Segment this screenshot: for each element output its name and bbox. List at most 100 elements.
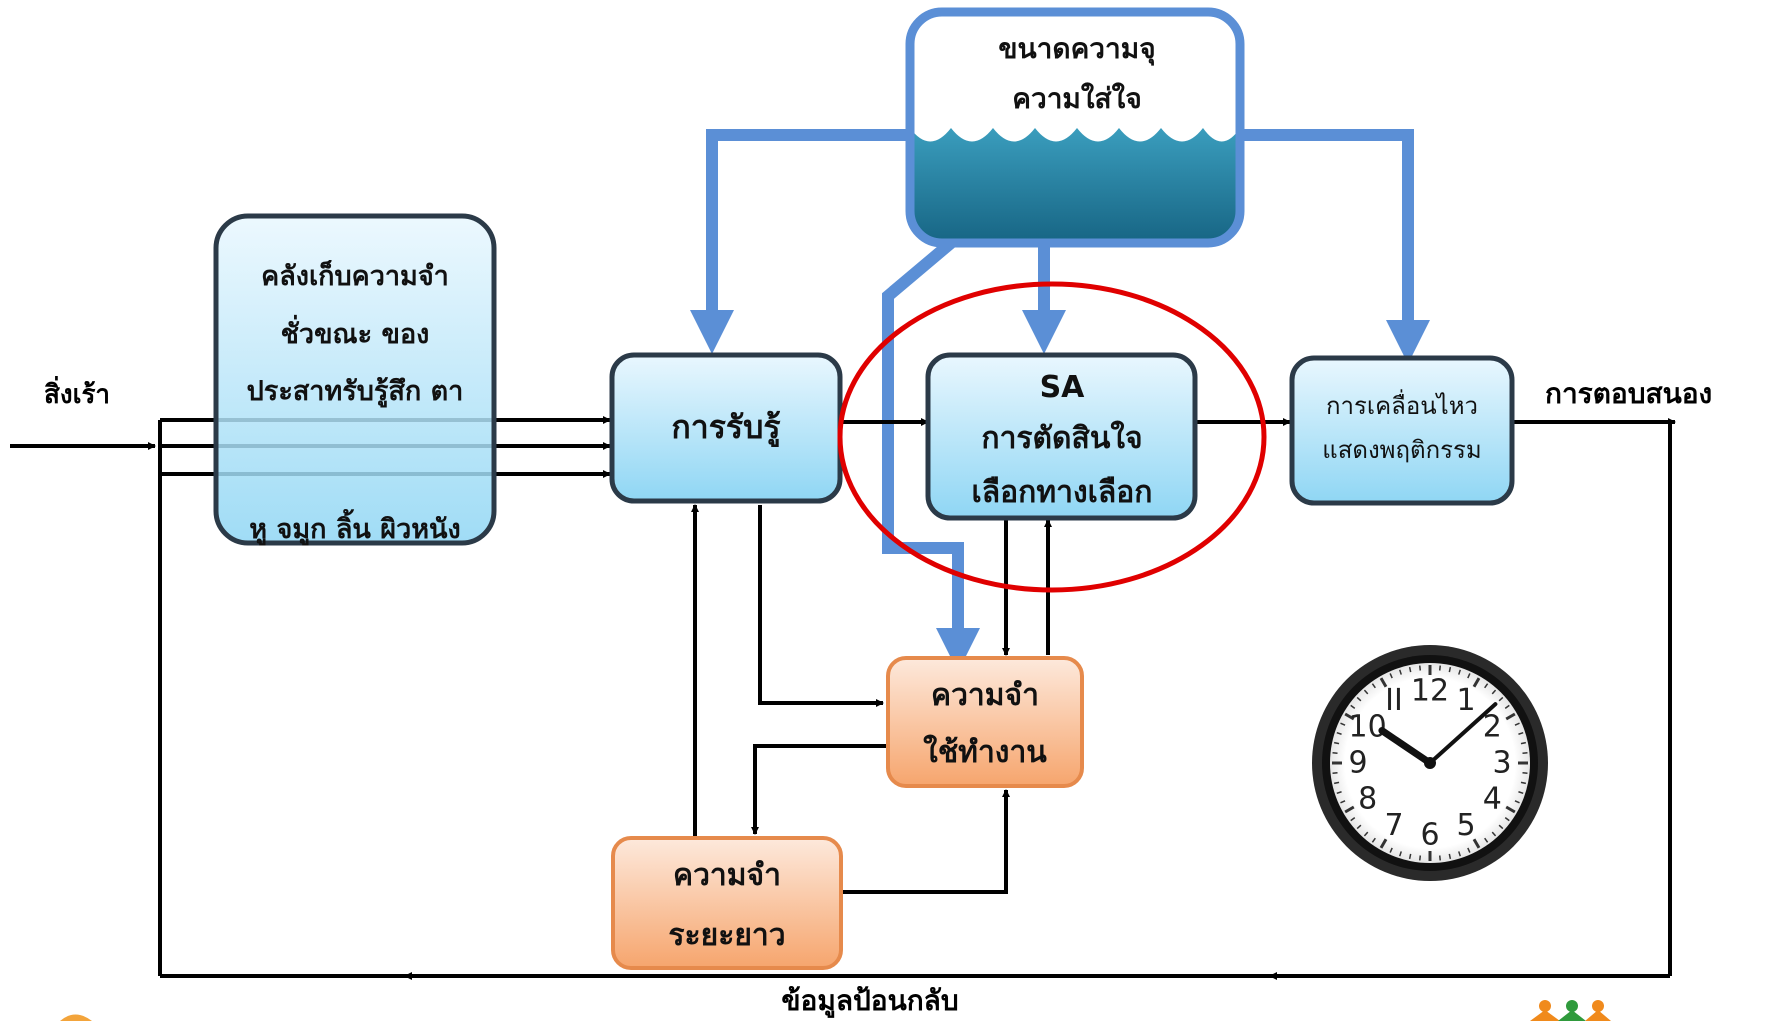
clock-numeral: 1: [1456, 683, 1475, 718]
clock-tick: [1332, 752, 1338, 755]
clock-tick: [1379, 677, 1388, 688]
clock-tick: [1438, 855, 1441, 861]
working-memory-line1: ความจำ: [931, 678, 1039, 713]
clock-tick: [1448, 666, 1452, 673]
attention-resource-box: ขนาดความจุ ความใส่ใจ: [905, 7, 1245, 248]
long-term-memory-box: ความจำ ระยะยาว: [611, 836, 843, 970]
clock-numeral: II: [1385, 683, 1403, 718]
stimulus-label: สิ่งเร้า: [44, 375, 110, 410]
clock-numeral: 6: [1420, 818, 1439, 853]
clock-numeral: 12: [1411, 674, 1449, 709]
clock-tick: [1333, 781, 1340, 785]
clock-tick: [1363, 689, 1369, 695]
working-memory-line2: ใช้ทำงาน: [923, 734, 1047, 770]
clock-tick: [1458, 669, 1461, 675]
highlight-circle: [837, 281, 1267, 593]
clock-tick: [1389, 847, 1393, 853]
clock-tick: [1379, 838, 1388, 849]
clock-tick: [1389, 673, 1393, 679]
clock-minute-hand: [1428, 702, 1498, 765]
clock-numeral: 3: [1492, 746, 1511, 781]
clock-tick: [1419, 665, 1422, 671]
decision-line2: การตัดสินใจ: [981, 420, 1142, 456]
clock-tick: [1505, 805, 1516, 814]
water-fill: [910, 128, 1240, 243]
clock-tick: [1408, 666, 1412, 673]
clock-tick: [1438, 665, 1441, 671]
clock-tick: [1514, 800, 1520, 804]
clock-numeral: 4: [1483, 782, 1502, 817]
clock-tick: [1344, 712, 1355, 721]
clock-numeral: 2: [1483, 710, 1502, 745]
clock-tick: [1350, 704, 1356, 709]
clock-tick: [1363, 831, 1369, 837]
clock-tick: [1399, 851, 1402, 857]
clock-tick: [1340, 722, 1346, 726]
response-label: การตอบสนอง: [1545, 377, 1712, 410]
clock-tick: [1522, 752, 1528, 755]
response-execution-line1: การเคลื่อนไหว: [1326, 389, 1478, 420]
sensory-line2: ชั่วขณะ ของ: [281, 314, 430, 350]
clock-numeral: 5: [1456, 808, 1475, 843]
clock-numeral: 10: [1349, 710, 1387, 745]
clock-tick: [1356, 824, 1362, 830]
clock-tick: [1518, 791, 1524, 794]
decision-box: SA การตัดสินใจ เลือกทางเลือก: [925, 352, 1198, 521]
clock-tick: [1340, 800, 1346, 804]
clock-tick: [1520, 741, 1527, 745]
decision-line3: เลือกทางเลือก: [972, 475, 1153, 510]
attention-arrowheads: [690, 310, 1430, 672]
clock-tick: [1484, 683, 1489, 689]
clock-tick: [1419, 855, 1422, 861]
clock-tick: [1505, 712, 1516, 721]
clock-tick: [1522, 771, 1528, 774]
clock-tick: [1458, 851, 1461, 857]
logo-icon: [1530, 1000, 1611, 1021]
sensory-store-box: คลังเก็บความจำ ชั่วขณะ ของ ประสาทรับรู้ส…: [213, 213, 497, 546]
clock-tick: [1484, 837, 1489, 843]
clock-tick: [1498, 696, 1504, 702]
feedback-label: ข้อมูลป้อนกลับ: [781, 984, 958, 1018]
sensory-line4: หู จมูก ลิ้น ผิวหนัง: [249, 508, 460, 546]
clock-tick: [1504, 704, 1510, 709]
decision-line1: SA: [1040, 370, 1086, 405]
clock-tick: [1504, 817, 1510, 822]
clock-tick: [1448, 853, 1452, 860]
response-execution-box: การเคลื่อนไหว แสดงพฤติกรรม: [1289, 355, 1515, 506]
clock-tick: [1356, 696, 1362, 702]
clock-tick: [1472, 838, 1481, 849]
perception-box: การรับรู้: [609, 352, 843, 504]
working-memory-box: ความจำ ใช้ทำงาน: [886, 656, 1084, 788]
clock-tick: [1472, 677, 1481, 688]
sensory-line3: ประสาทรับรู้สึก ตา: [247, 376, 464, 408]
clock-tick: [1518, 732, 1524, 735]
logo-fragment-left: [60, 1014, 92, 1021]
clock-tick: [1467, 673, 1471, 679]
clock-tick: [1467, 847, 1471, 853]
clock-tick: [1333, 741, 1340, 745]
clock-tick: [1399, 669, 1402, 675]
attention-to-perception-arrow: [706, 129, 910, 312]
clock-tick: [1344, 805, 1355, 814]
attention-to-response-arrow: [1240, 129, 1414, 320]
clock-numeral: 7: [1384, 808, 1403, 843]
attention-line1: ขนาดความจุ: [998, 32, 1155, 66]
long-term-memory-line1: ความจำ: [673, 858, 781, 893]
clock-tick: [1371, 837, 1376, 843]
clock-hour-hand: [1378, 727, 1434, 767]
clock-tick: [1498, 824, 1504, 830]
clock-tick: [1408, 853, 1412, 860]
clock-tick: [1520, 781, 1527, 785]
long-term-memory-line2: ระยะยาว: [668, 918, 785, 953]
sensory-line1: คลังเก็บความจำ: [261, 258, 449, 292]
clock-tick: [1332, 771, 1338, 774]
clock-numeral: 9: [1348, 746, 1367, 781]
clock-tick: [1514, 722, 1520, 726]
perception-label: การรับรู้: [671, 408, 780, 448]
clock-tick: [1491, 689, 1497, 695]
response-execution-line2: แสดงพฤติกรรม: [1322, 436, 1482, 464]
clock-tick: [1491, 831, 1497, 837]
clock-tick: [1336, 732, 1342, 735]
